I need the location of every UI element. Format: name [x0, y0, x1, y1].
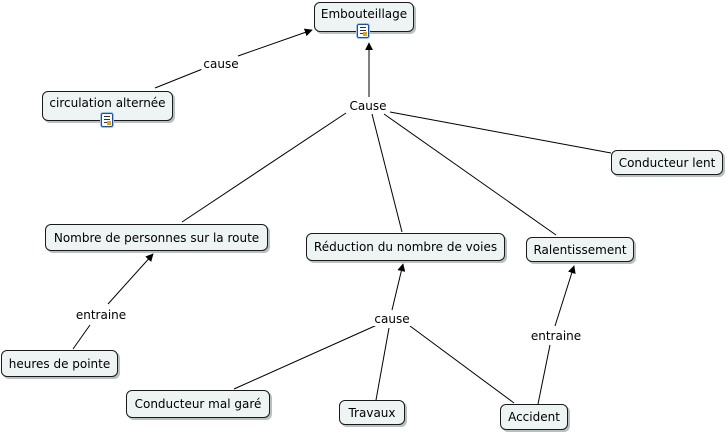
connector-entraine-to-ralentissement — [554, 265, 576, 327]
node-reduction-du-nombre-de-voies[interactable]: Réduction du nombre de voies — [306, 233, 505, 261]
connector-entraine-to-nombre — [107, 253, 154, 305]
node-accident[interactable]: Accident — [500, 404, 568, 430]
node-circulation-alternee[interactable]: circulation alternée — [42, 91, 173, 127]
node-label: circulation alternée — [49, 96, 166, 110]
node-label: Conducteur lent — [618, 155, 716, 170]
connector-cause-bottom-to-reduction — [391, 263, 406, 311]
link-label-cause-center: Cause — [347, 99, 389, 113]
document-resource-icon[interactable] — [357, 24, 369, 38]
link-label-cause-top: cause — [201, 57, 241, 71]
document-resource-icon[interactable] — [100, 113, 113, 127]
link-label-cause-bottom: cause — [372, 312, 412, 326]
node-label: heures de pointe — [8, 356, 111, 371]
node-label: Nombre de personnes sur la route — [53, 230, 260, 245]
node-label: Accident — [508, 410, 560, 424]
link-label-entraine-right: entraine — [528, 329, 584, 343]
connector-accident-to-entraine — [537, 344, 551, 405]
node-label: Réduction du nombre de voies — [313, 240, 498, 254]
connector-cause-to-nombre — [181, 112, 347, 223]
connector-heures-to-entraine — [72, 324, 91, 350]
node-conducteur-mal-gare[interactable]: Conducteur mal garé — [126, 390, 270, 418]
connector-cause-to-embouteillage — [237, 28, 313, 57]
node-travaux[interactable]: Travaux — [339, 400, 405, 425]
node-label: Conducteur mal garé — [134, 397, 262, 411]
node-heures-de-pointe[interactable]: heures de pointe — [1, 350, 118, 377]
node-label: Ralentissement — [533, 242, 627, 257]
node-label: Embouteillage — [320, 7, 408, 21]
node-embouteillage[interactable]: Embouteillage — [314, 2, 414, 38]
connector-cause-to-reduction — [371, 113, 403, 233]
connector-circulation-to-cause — [154, 67, 206, 89]
node-ralentissement[interactable]: Ralentissement — [526, 237, 634, 262]
link-label-entraine-left: entraine — [73, 308, 129, 322]
connector-cause-to-conducteur-lent — [389, 111, 612, 154]
node-label: Travaux — [348, 405, 396, 420]
node-nombre-de-personnes[interactable]: Nombre de personnes sur la route — [45, 224, 268, 251]
node-conducteur-lent[interactable]: Conducteur lent — [611, 150, 723, 175]
connector-mal-gare-to-cause — [233, 324, 378, 390]
connector-cause-to-ralentissement — [383, 113, 557, 236]
connector-travaux-to-cause — [375, 327, 390, 401]
connector-accident-to-cause — [409, 325, 515, 404]
